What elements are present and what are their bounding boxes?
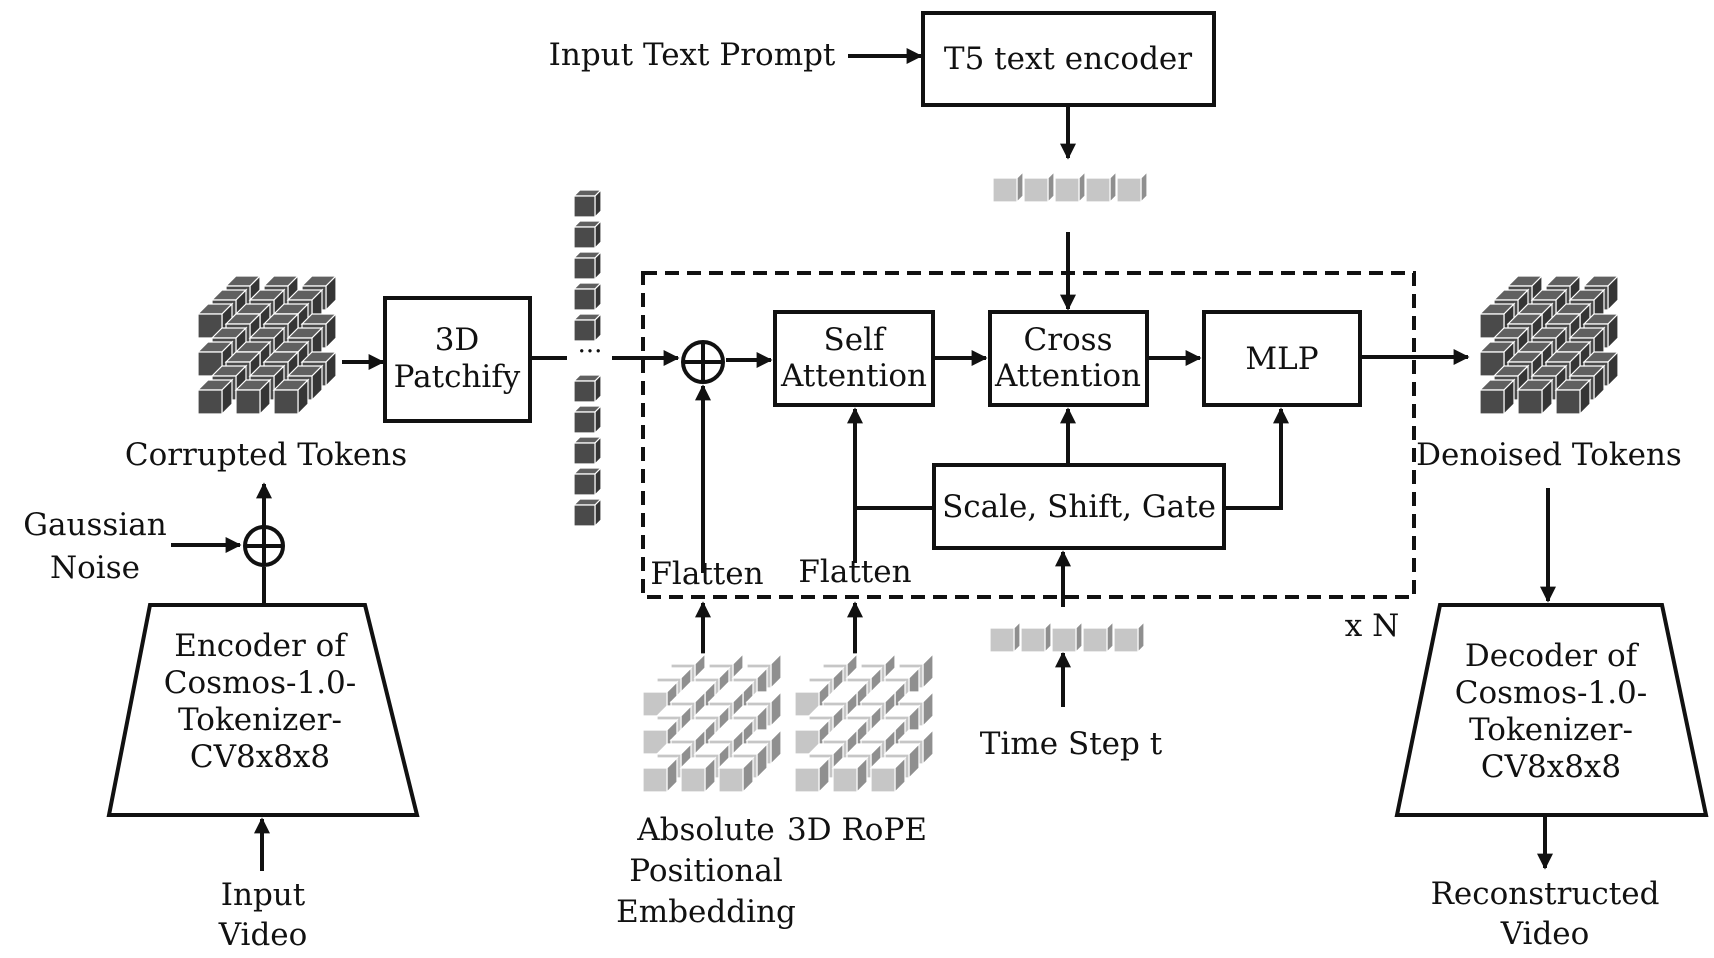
rope-label: 3D RoPE bbox=[787, 812, 927, 848]
gaussian-noise-label-line2: Noise bbox=[50, 550, 140, 586]
decoder-label-line4: CV8x8x8 bbox=[1481, 749, 1621, 785]
input-video-label-line2: Video bbox=[218, 917, 308, 953]
flatten-label-right: Flatten bbox=[798, 554, 911, 590]
cross-attention-label-line2: Attention bbox=[994, 358, 1141, 394]
tokenizer-decoder-trapezoid bbox=[1394, 603, 1709, 817]
flattened-token-column-bottom bbox=[572, 373, 603, 528]
gaussian-noise-label-line1: Gaussian bbox=[23, 507, 166, 543]
noise-sum-node bbox=[243, 525, 285, 567]
token-ellipsis: ··· bbox=[578, 337, 603, 367]
decoder-label-line3: Tokenizer- bbox=[1469, 712, 1633, 748]
self-attention-box bbox=[773, 310, 935, 407]
scale-shift-gate-label: Scale, Shift, Gate bbox=[942, 489, 1216, 525]
patchify-box bbox=[383, 296, 532, 423]
reconstructed-video-label-line2: Video bbox=[1500, 916, 1590, 952]
corrupted-tokens-cube bbox=[196, 274, 338, 416]
rope-embedding-cube bbox=[793, 652, 935, 794]
arrow-gate-to-mlp bbox=[1226, 407, 1289, 510]
transformer-block-boundary bbox=[641, 271, 1416, 599]
corrupted-tokens-label: Corrupted Tokens bbox=[125, 437, 407, 473]
time-step-label: Time Step t bbox=[980, 726, 1163, 762]
encoder-label-line1: Encoder of bbox=[174, 628, 348, 664]
absolute-positional-embedding-cube bbox=[641, 652, 783, 794]
encoder-label-line4: CV8x8x8 bbox=[190, 739, 330, 775]
cross-attention-label-line1: Cross bbox=[1023, 322, 1112, 358]
mlp-label: MLP bbox=[1245, 341, 1318, 377]
self-attention-label-line1: Self bbox=[824, 322, 887, 358]
positional-sum-node bbox=[681, 340, 725, 384]
abs-pos-label-line1: Absolute bbox=[636, 812, 775, 848]
scale-shift-gate-box bbox=[932, 463, 1226, 550]
decoder-label-line2: Cosmos-1.0- bbox=[1455, 675, 1648, 711]
t5-encoder-box bbox=[921, 11, 1216, 107]
abs-pos-label-line2: Positional bbox=[629, 853, 783, 889]
flattened-token-column-top bbox=[572, 188, 603, 343]
denoised-tokens-label: Denoised Tokens bbox=[1416, 437, 1682, 473]
abs-pos-label-line3: Embedding bbox=[616, 894, 796, 930]
decoder-label-line1: Decoder of bbox=[1465, 638, 1640, 674]
reconstructed-video-label-line1: Reconstructed bbox=[1431, 876, 1660, 912]
encoder-label-line2: Cosmos-1.0- bbox=[164, 665, 357, 701]
time-embedding-tokens bbox=[988, 620, 1146, 654]
self-attention-label-line2: Attention bbox=[780, 358, 927, 394]
text-embedding-tokens bbox=[991, 170, 1149, 204]
mlp-box bbox=[1202, 310, 1362, 407]
input-text-prompt-label: Input Text Prompt bbox=[549, 37, 836, 73]
input-video-label-line1: Input bbox=[221, 877, 306, 913]
cross-attention-box bbox=[988, 310, 1149, 407]
tokenizer-encoder-trapezoid bbox=[106, 603, 420, 817]
denoised-tokens-cube bbox=[1478, 274, 1620, 416]
patchify-label-line2: Patchify bbox=[394, 359, 521, 395]
encoder-label-line3: Tokenizer- bbox=[178, 702, 342, 738]
repeat-count-label: x N bbox=[1345, 608, 1399, 644]
patchify-label-line1: 3D bbox=[435, 322, 480, 358]
t5-encoder-label: T5 text encoder bbox=[944, 41, 1192, 77]
flatten-label-left: Flatten bbox=[650, 556, 763, 592]
